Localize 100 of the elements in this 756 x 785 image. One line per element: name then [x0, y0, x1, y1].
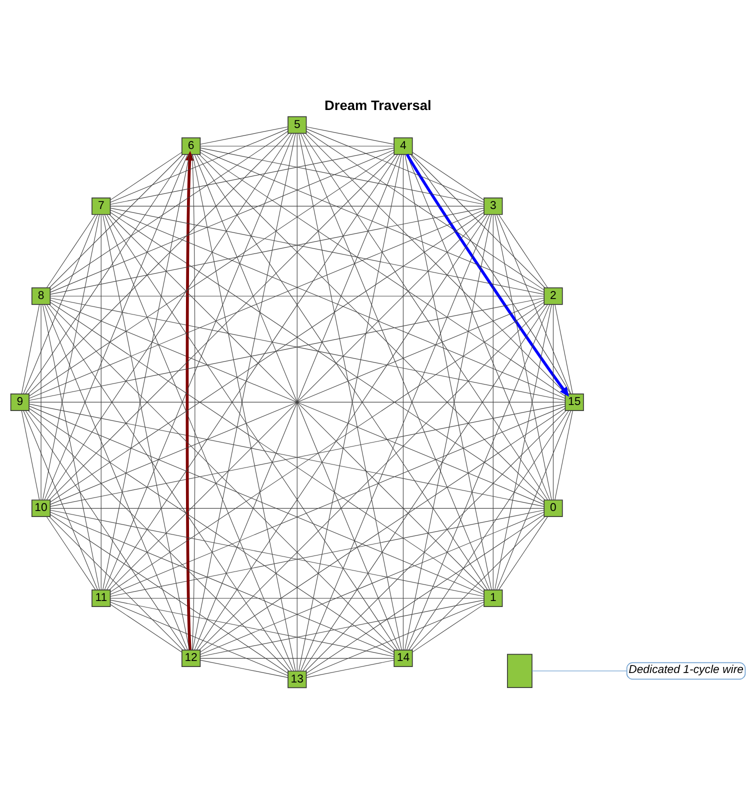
connector: [200, 148, 484, 205]
connector: [306, 126, 394, 145]
connector: [50, 208, 484, 295]
connector: [200, 512, 544, 655]
connector: [50, 302, 484, 592]
connector: [302, 304, 548, 672]
connector: [104, 133, 294, 590]
connector: [494, 214, 552, 500]
connector: [412, 604, 484, 652]
connector: [110, 148, 394, 205]
connector: [28, 410, 289, 672]
connector: [42, 214, 100, 500]
connector: [306, 128, 484, 203]
connector: [306, 130, 544, 290]
connector: [44, 304, 188, 650]
node-box: 5: [288, 116, 307, 134]
connector: [100, 214, 102, 590]
connector: [28, 406, 484, 595]
connector: [200, 126, 288, 145]
connector: [110, 602, 288, 676]
node-box: 10: [31, 500, 51, 518]
connector: [44, 154, 188, 500]
arrow: [185, 150, 194, 650]
connector: [498, 516, 548, 590]
node-box: 0: [544, 500, 563, 518]
connector: [496, 410, 572, 590]
connector: [402, 154, 404, 650]
node-box: 9: [10, 394, 30, 411]
connector: [494, 304, 552, 590]
connector: [50, 212, 484, 502]
node-box: 7: [92, 197, 111, 215]
connector: [102, 154, 190, 590]
node-box: 15: [564, 394, 584, 411]
connector: [110, 510, 544, 597]
connector: [200, 660, 288, 678]
connector: [110, 598, 484, 599]
node-box: 8: [31, 287, 51, 305]
connector: [49, 304, 396, 650]
connector: [25, 154, 186, 394]
connector: [46, 516, 96, 590]
connector: [554, 410, 573, 500]
connector: [21, 410, 40, 500]
connector: [46, 214, 96, 288]
connector: [49, 154, 183, 288]
connector: [28, 133, 290, 394]
connector: [46, 304, 292, 672]
connector: [110, 406, 566, 595]
connector: [110, 128, 288, 203]
connector: [412, 152, 484, 200]
connector: [25, 410, 186, 650]
connector: [404, 214, 492, 650]
connector: [110, 210, 566, 399]
connector: [40, 304, 42, 500]
connector: [306, 602, 484, 676]
connector: [200, 408, 566, 652]
node-box: 14: [394, 650, 413, 668]
connector: [23, 214, 98, 394]
connector: [498, 214, 548, 288]
connector: [305, 410, 566, 672]
connector: [408, 410, 569, 650]
connector: [50, 514, 288, 674]
connector: [110, 212, 544, 502]
connector: [411, 154, 546, 288]
connector: [302, 133, 548, 500]
connector: [50, 512, 394, 655]
connector: [46, 133, 292, 500]
connector: [196, 214, 488, 650]
connector: [200, 658, 394, 659]
node-box: 6: [181, 137, 201, 155]
node-box: 1: [484, 590, 503, 607]
connector: [404, 154, 492, 590]
connector: [106, 214, 398, 650]
connector: [306, 660, 394, 678]
connector: [110, 152, 182, 200]
connector: [300, 214, 490, 672]
connector: [50, 130, 288, 290]
node-box: 13: [288, 670, 307, 688]
connector: [296, 133, 298, 672]
connector: [406, 304, 550, 650]
connector: [110, 604, 182, 652]
connector: [49, 154, 396, 500]
connector: [496, 214, 572, 394]
connector: [102, 214, 190, 650]
connector: [552, 304, 554, 500]
connector: [192, 154, 196, 650]
connector: [110, 600, 394, 657]
connector: [28, 210, 484, 399]
connector: [110, 208, 544, 295]
connector: [50, 150, 394, 293]
connector: [42, 304, 100, 590]
connector: [554, 304, 573, 394]
node-box: 12: [181, 650, 201, 668]
connector: [28, 152, 394, 396]
connector: [196, 154, 488, 590]
connector: [50, 300, 544, 505]
connector: [50, 508, 544, 509]
connector: [110, 302, 544, 592]
node-box: [507, 654, 532, 688]
node-box: 11: [92, 590, 111, 607]
connector: [109, 214, 486, 590]
